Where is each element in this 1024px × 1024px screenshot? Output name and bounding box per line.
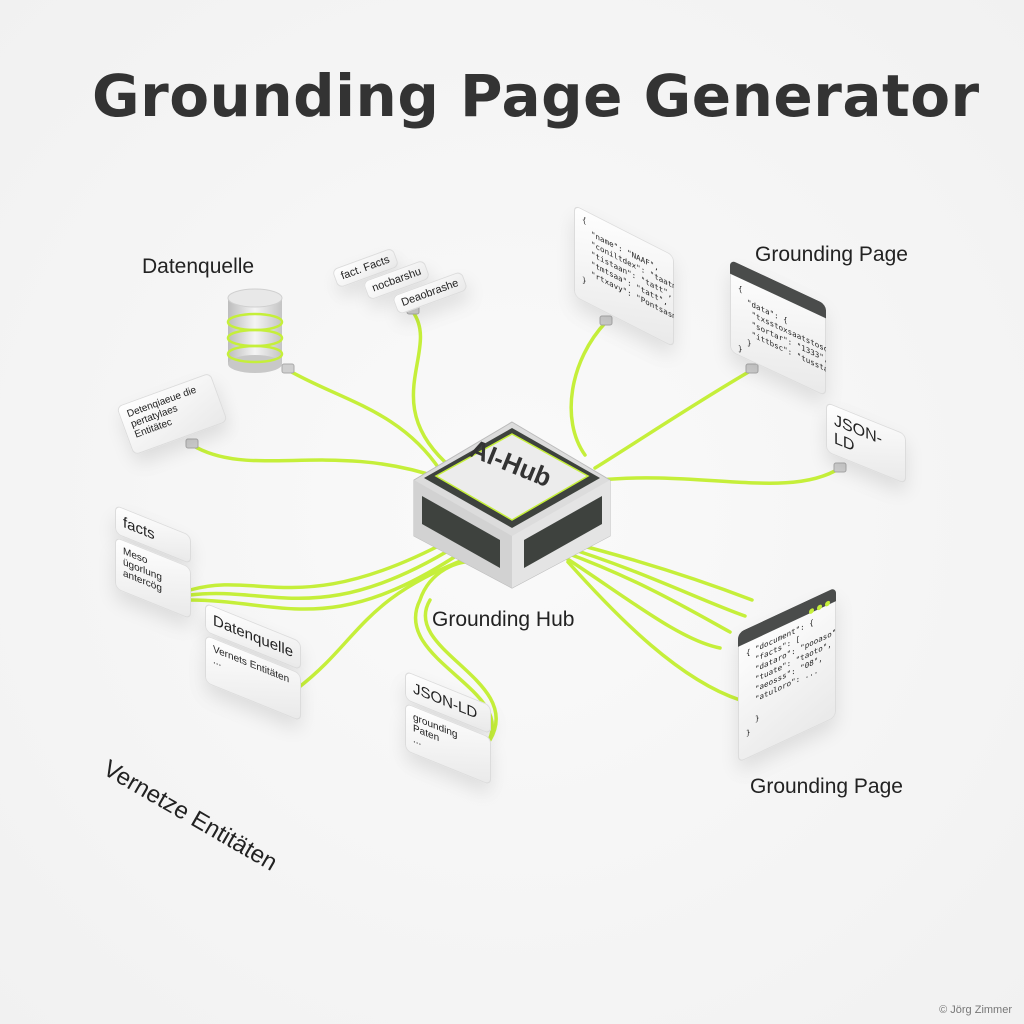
cable [593,368,754,470]
cable [569,320,608,457]
cable-connector [599,315,613,326]
cable [566,560,742,702]
cable [562,550,732,634]
cable [598,466,842,485]
copyright: © Jörg Zimmer [939,1004,1012,1016]
cable [188,544,458,600]
cable-connector [745,363,759,374]
database-icon [226,288,284,373]
cable [296,556,470,690]
page-title: Grounding Page Generator [92,62,980,130]
data-source-label: Datenquelle [142,255,255,278]
cable [564,556,722,650]
cable-connector [833,462,847,473]
port-left [422,496,500,568]
cable [188,550,464,611]
cable-connector [281,363,295,374]
grounding-page-label: Grounding Page [755,243,908,266]
cable [286,368,442,472]
grounding-page-label: Grounding Page [750,775,903,798]
ai-hub-device[interactable] [410,418,615,590]
hub-caption: Grounding Hub [432,608,575,631]
cable [423,598,498,742]
cable-connector [185,438,199,449]
cable [190,443,442,480]
cable [560,544,747,618]
cable [411,310,447,464]
cable [188,538,452,592]
port-right [524,496,602,568]
